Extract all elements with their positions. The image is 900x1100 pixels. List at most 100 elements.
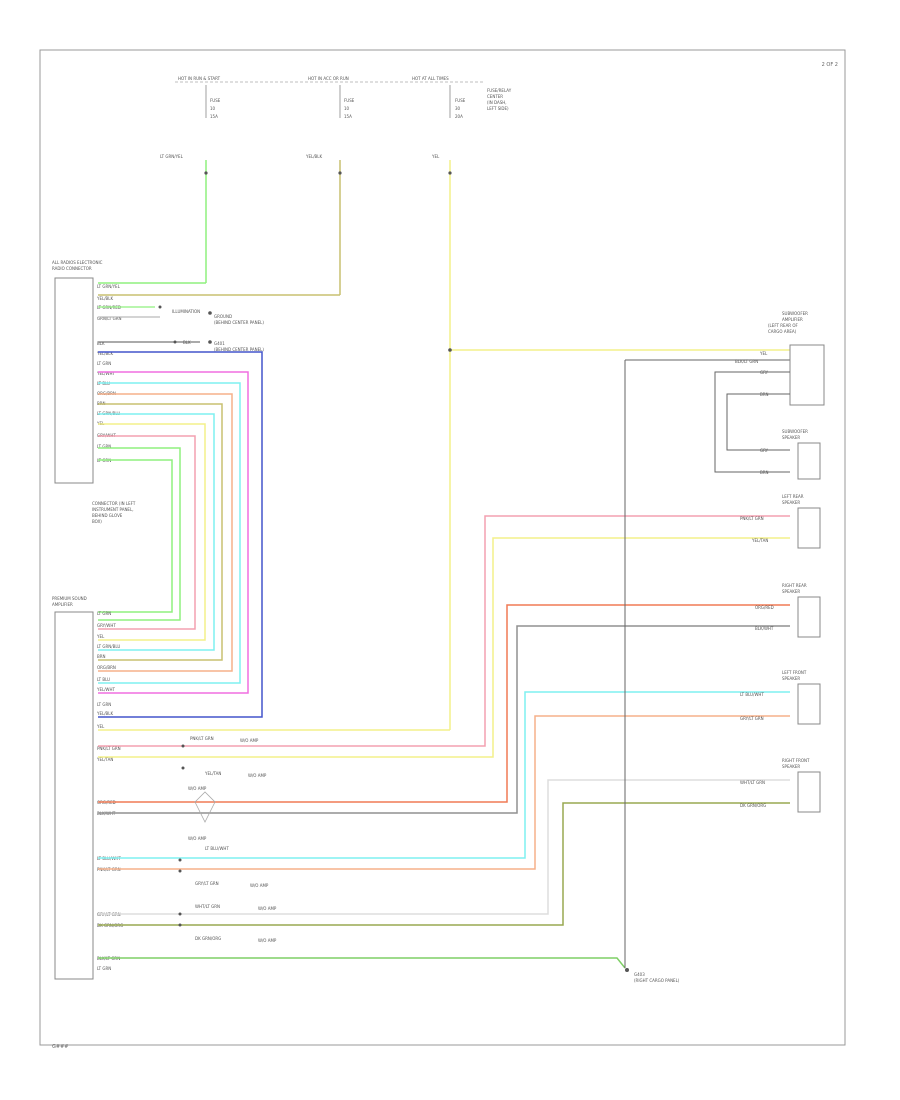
sub-spk-pin: GRY — [760, 448, 769, 453]
amp-pin-label: LT BLU — [97, 677, 110, 682]
fuse-box-note-4: LEFT SIDE) — [487, 106, 509, 111]
sub-spk-pin: BRN — [760, 470, 769, 475]
splice-note: W/O AMP — [258, 906, 277, 911]
subwoofer-speaker: SUBWOOFER SPEAKER GRY BRN — [760, 429, 821, 480]
diagram-border — [39, 49, 846, 1046]
radio-amp-bus — [98, 351, 263, 718]
subwoofer-amplifier: SUBWOOFER AMPLIFIER (LEFT REAR OF CARGO … — [714, 311, 825, 473]
fuse-1-amp: 15A — [210, 114, 218, 119]
splice-note: W/O AMP — [240, 738, 259, 743]
splice-wire: GRY/LT GRN — [195, 881, 219, 886]
rr-spk-pin: BLK/WHT — [755, 626, 774, 631]
amp-pin-label: ORG/BRN — [97, 665, 116, 670]
amp-pin-label: YEL — [96, 634, 105, 639]
power-label-2: HOT IN ACC OR RUN — [308, 76, 349, 81]
illum-ground-note-2: GROUND — [214, 314, 232, 319]
rr-spk-pin: ORG/RED — [755, 605, 774, 610]
splice-notes: PNK/LT GRN W/O AMP YEL/TAN W/O AMP W/O A… — [178, 736, 277, 943]
page-number: 2 OF 2 — [821, 62, 838, 68]
sub-amp-title-3: (LEFT REAR OF — [768, 323, 799, 328]
splice-wire: DK GRN/ORG — [195, 936, 221, 941]
rr-spk-title-1: RIGHT REAR — [782, 583, 807, 588]
amp-title-2: AMPLIFIER — [52, 602, 73, 607]
g401-ground-icon — [208, 340, 212, 344]
sub-amp-pin: BLK/LT GRN — [735, 359, 758, 364]
amp-title-1: PREMIUM SOUND — [52, 596, 87, 601]
fuse-box-note-1: FUSE/RELAY — [487, 88, 512, 93]
lr-spk-pin: PNK/LT GRN — [740, 516, 764, 521]
splice-wire: LT BLU/WHT — [205, 846, 229, 851]
radio-title-1: ALL RADIOS ELECTRONIC — [52, 260, 103, 265]
fuse-3-amp: 20A — [455, 114, 463, 119]
illumination-ground-icon — [208, 311, 212, 315]
splice-note: W/O AMP — [248, 773, 267, 778]
lf-spk-pin: GRY/LT GRN — [740, 716, 764, 721]
left-front-speaker: LEFT FRONT SPEAKER LT BLU/WHT GRY/LT GRN — [740, 670, 821, 725]
g401-note-1: G401 — [214, 341, 225, 346]
radio-connector: ALL RADIOS ELECTRONIC RADIO CONNECTOR — [52, 260, 103, 484]
fuse-2-num: 10 — [344, 106, 350, 111]
radio-pin-label: YEL/BLK — [96, 351, 114, 356]
connector-note-3: BEHIND GLOVE — [92, 513, 123, 518]
power-label-3: HOT AT ALL TIMES — [412, 76, 449, 81]
fuse-3-word: FUSE — [455, 98, 466, 103]
right-rear-speaker: RIGHT REAR SPEAKER ORG/RED BLK/WHT — [755, 583, 821, 638]
figure-code: G### — [52, 1044, 69, 1050]
amp-pin-label: YEL — [96, 724, 105, 729]
sub-spk-title-1: SUBWOOFER — [782, 429, 808, 434]
blk-wire-note: BLK — [183, 340, 191, 345]
amp-pin-labels: LT GRN GRY/WHT YEL LT GRN/BLU BRN ORG/BR… — [96, 611, 123, 971]
rr-spk-title-2: SPEAKER — [782, 589, 800, 594]
illum-ground-note-1: ILLUMINATION — [172, 309, 200, 314]
splice-diamond — [194, 791, 216, 823]
splice-wire: WHT/LT GRN — [195, 904, 220, 909]
left-rear-speaker: LEFT REAR SPEAKER PNK/LT GRN YEL/TAN — [740, 494, 821, 549]
fuse-2-word: FUSE — [344, 98, 355, 103]
fuse-box-note-3: (IN DASH, — [487, 100, 507, 105]
amp-pin-label: LT GRN/BLU — [97, 644, 120, 649]
sub-amp-title-4: CARGO AREA) — [768, 329, 797, 334]
connector-note-1: CONNECTOR (IN LEFT — [92, 501, 136, 506]
rf-spk-pin: WHT/LT GRN — [740, 780, 765, 785]
radio-pin-label: LT GRN — [97, 444, 111, 449]
g403-ground-icon — [625, 968, 629, 972]
right-front-speaker: RIGHT FRONT SPEAKER WHT/LT GRN DK GRN/OR… — [740, 758, 821, 813]
amp-pin-label: LT GRN — [97, 702, 111, 707]
lr-spk-title-1: LEFT REAR — [782, 494, 804, 499]
amp-pin-label: LT GRN — [97, 611, 111, 616]
feed-wire-3-label: YEL — [431, 154, 440, 159]
amp-pin-label: YEL/BLK — [96, 711, 114, 716]
amp-pin-label: GRY/WHT — [97, 623, 116, 628]
fuse-1-word: FUSE — [210, 98, 221, 103]
fuse-2-amp: 15A — [344, 114, 352, 119]
lf-spk-pin: LT BLU/WHT — [740, 692, 764, 697]
lf-spk-title-2: SPEAKER — [782, 676, 800, 681]
lr-spk-title-2: SPEAKER — [782, 500, 800, 505]
g403-note-2: (RIGHT CARGO PANEL) — [634, 978, 680, 983]
radio-pin-label: LT GRN/YEL — [97, 284, 121, 289]
illum-ground-note-3: (BEHIND CENTER PANEL) — [214, 320, 264, 325]
connector-note-2: INSTRUMENT PANEL, — [92, 507, 133, 512]
connector-note: CONNECTOR (IN LEFT INSTRUMENT PANEL, BEH… — [92, 501, 136, 524]
g403-note-1: G403 — [634, 972, 645, 977]
g401-note-2: (BEHIND CENTER PANEL) — [214, 347, 264, 352]
premium-sound-amplifier: PREMIUM SOUND AMPLIFIER — [52, 596, 94, 980]
splice-note: W/O AMP — [188, 836, 207, 841]
rf-spk-title-1: RIGHT FRONT — [782, 758, 810, 763]
radio-pin-label: LT GRN — [97, 361, 111, 366]
radio-pin-label: BLK — [97, 341, 105, 346]
fuse-row: HOT IN RUN & START HOT IN ACC OR RUN HOT… — [160, 76, 512, 159]
amp-pin-label: YEL/WHT — [96, 687, 116, 692]
fuse-3-num: 30 — [455, 106, 461, 111]
lr-spk-pin: YEL/TAN — [751, 538, 768, 543]
sub-amp-pin: YEL — [759, 351, 768, 356]
lf-spk-title-1: LEFT FRONT — [782, 670, 807, 675]
feed-wire-1-label: LT GRN/YEL — [160, 154, 184, 159]
amp-pin-label: PNK/LT GRN — [97, 746, 121, 751]
radio-title-2: RADIO CONNECTOR — [52, 266, 92, 271]
splice-note: W/O AMP — [250, 883, 269, 888]
rf-spk-pin: DK GRN/ORG — [740, 803, 766, 808]
radio-grounds: ILLUMINATION GROUND (BEHIND CENTER PANEL… — [98, 305, 264, 352]
amp-pin-label: YEL/TAN — [96, 757, 113, 762]
